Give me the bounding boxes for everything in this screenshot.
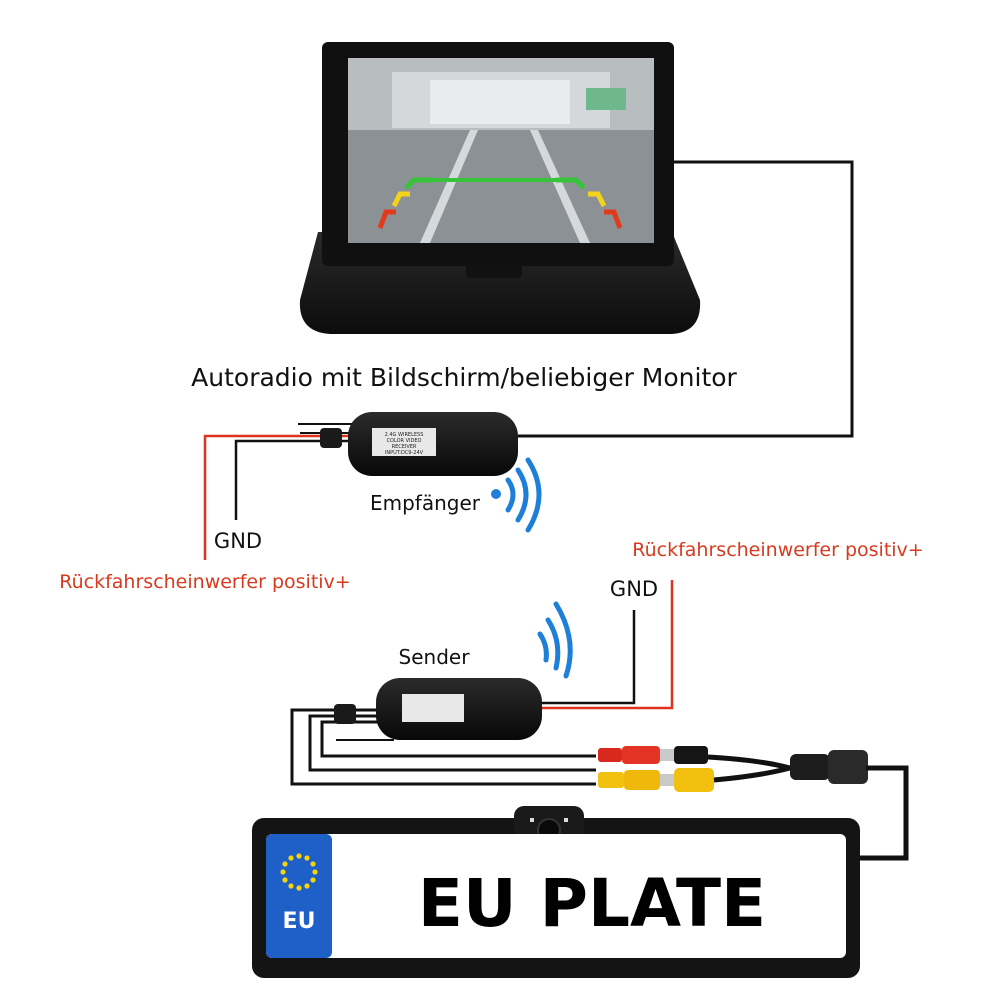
plate-country: EU [283, 909, 316, 934]
sender-label-sticker [402, 694, 464, 722]
rca-red-plug [598, 748, 622, 762]
receiver-sticker-line3: RECEIVER [392, 444, 417, 450]
reverse-positive-label-left: Rückfahrscheinwerfer positiv+ [59, 571, 350, 593]
rca-connectors [598, 746, 909, 861]
sender-red-wire [540, 580, 674, 710]
camera-cable [856, 765, 909, 861]
sender-label: Sender [399, 645, 471, 669]
rca-black-plug [674, 746, 708, 764]
license-plate-frame: EU EU PLATE [252, 806, 860, 978]
receiver-wiring [203, 423, 360, 560]
receiver-label: Empfänger [370, 491, 481, 515]
receiver-sticker-line2: COLOR VIDEO [387, 438, 422, 444]
plate-text: EU PLATE [418, 865, 766, 942]
camera-view [348, 58, 654, 243]
reverse-positive-label-right: Rückfahrscheinwerfer positiv+ [632, 539, 923, 561]
rca-yellow-socket [674, 768, 714, 792]
camera-connector [790, 754, 830, 780]
receiver-sticker-line4: INPUT:DC9-24V [385, 450, 424, 456]
monitor-caption: Autoradio mit Bildschirm/beliebiger Moni… [191, 363, 737, 392]
sender-wiring [290, 580, 674, 786]
eu-stars-icon [280, 853, 318, 891]
sender-module [376, 678, 542, 740]
receiver-module: 2.4G WIRELESS COLOR VIDEO RECEIVER INPUT… [348, 412, 518, 476]
gnd-label-right: GND [610, 577, 658, 601]
rca-yellow-plug [598, 772, 624, 788]
sender-signal-icon [537, 601, 573, 679]
receiver-label-sticker [372, 428, 436, 456]
monitor [299, 42, 701, 334]
eu-band [266, 834, 332, 958]
receiver-sticker-line1: 2.4G WIRELESS [385, 432, 424, 438]
receiver-red-wire [203, 434, 355, 560]
sender-black-wire [540, 610, 636, 705]
receiver-black-wire [234, 439, 355, 520]
monitor-cable [518, 160, 854, 438]
receiver-signal-icon [491, 457, 542, 533]
gnd-label-left: GND [214, 529, 262, 553]
plate [266, 834, 846, 958]
